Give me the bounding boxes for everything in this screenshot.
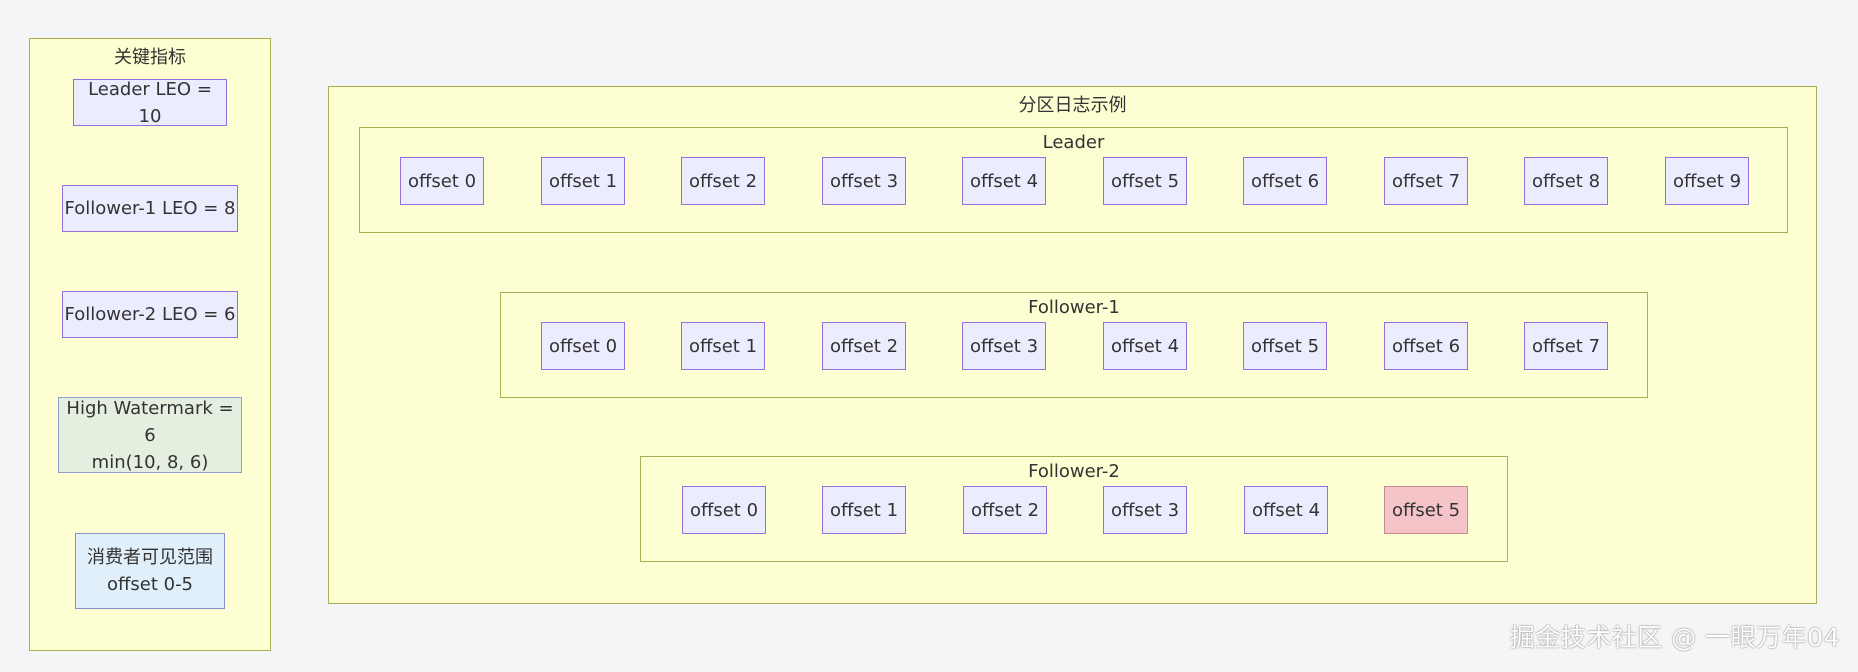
leader-offset-6: offset 6	[1250, 170, 1320, 192]
follower1-offset-node: offset 7	[1524, 322, 1608, 370]
leader-offset-8: offset 8	[1531, 170, 1601, 192]
consumer-range-node: 消费者可见范围 offset 0-5	[75, 533, 225, 609]
follower2-offset-5: offset 5	[1391, 499, 1461, 521]
follower1-offset-2: offset 2	[829, 335, 899, 357]
follower1-title: Follower-1	[1028, 297, 1120, 318]
follower1-offset-node: offset 1	[681, 322, 765, 370]
leader-title: Leader	[1042, 132, 1105, 153]
leader-offset-2: offset 2	[688, 170, 758, 192]
leader-offset-4: offset 4	[969, 170, 1039, 192]
leader-offset-node: offset 7	[1384, 157, 1468, 205]
leader-offset-node: offset 5	[1103, 157, 1187, 205]
leader-offset-node: offset 6	[1243, 157, 1327, 205]
leader-leo-label: Leader LEO = 10	[88, 78, 212, 127]
follower2-offset-1: offset 1	[829, 499, 899, 521]
follower1-offset-7: offset 7	[1531, 335, 1601, 357]
follower2-offset-2: offset 2	[970, 499, 1040, 521]
follower2-offset-node: offset 4	[1244, 486, 1328, 534]
metrics-cluster: 关键指标 Leader LEO = 10 Follower-1 LEO = 8 …	[29, 38, 271, 651]
leader-offset-node: offset 3	[822, 157, 906, 205]
leader-offset-node: offset 0	[400, 157, 484, 205]
leader-offset-node: offset 2	[681, 157, 765, 205]
follower1-offset-node: offset 4	[1103, 322, 1187, 370]
metrics-title: 关键指标	[114, 47, 186, 68]
partition-cluster: 分区日志示例 Leader offset 0 offset 1 offset 2…	[328, 86, 1817, 604]
follower1-offset-1: offset 1	[688, 335, 758, 357]
leader-offset-1: offset 1	[548, 170, 618, 192]
leader-offset-node: offset 8	[1524, 157, 1608, 205]
high-watermark-label: High Watermark = 6	[66, 397, 234, 446]
leader-offset-7: offset 7	[1391, 170, 1461, 192]
leader-offset-0: offset 0	[407, 170, 477, 192]
follower2-offset-node: offset 1	[822, 486, 906, 534]
follower1-offset-node: offset 6	[1384, 322, 1468, 370]
follower2-offset-node: offset 2	[963, 486, 1047, 534]
leader-offset-node: offset 4	[962, 157, 1046, 205]
leader-offset-9: offset 9	[1672, 170, 1742, 192]
follower1-offset-6: offset 6	[1391, 335, 1461, 357]
follower1-offset-node: offset 3	[962, 322, 1046, 370]
follower1-leo-node: Follower-1 LEO = 8	[62, 185, 238, 232]
high-watermark-formula: min(10, 8, 6)	[91, 451, 209, 473]
follower2-leo-label: Follower-2 LEO = 6	[64, 304, 236, 325]
follower2-offset-0: offset 0	[689, 499, 759, 521]
leader-leo-node: Leader LEO = 10	[73, 79, 227, 127]
leader-cluster: Leader offset 0 offset 1 offset 2 offset…	[359, 127, 1788, 233]
follower1-offset-3: offset 3	[969, 335, 1039, 357]
follower2-offset-node: offset 0	[682, 486, 766, 534]
follower1-offset-5: offset 5	[1250, 335, 1320, 357]
follower1-offset-node: offset 2	[822, 322, 906, 370]
follower2-offset-3: offset 3	[1110, 499, 1180, 521]
consumer-range-label: offset 0-5	[106, 574, 194, 595]
follower1-leo-label: Follower-1 LEO = 8	[64, 198, 236, 219]
follower1-offset-node: offset 0	[541, 322, 625, 370]
follower2-offset-node: offset 3	[1103, 486, 1187, 534]
partition-title: 分区日志示例	[1018, 95, 1127, 116]
follower2-highlighted-offset-node: offset 5	[1384, 486, 1468, 534]
leader-offset-3: offset 3	[829, 170, 899, 192]
follower2-leo-node: Follower-2 LEO = 6	[62, 291, 238, 338]
follower2-title: Follower-2	[1028, 461, 1120, 482]
follower2-cluster: Follower-2 offset 0 offset 1 offset 2 of…	[640, 456, 1508, 562]
leader-offset-node: offset 1	[541, 157, 625, 205]
follower1-offset-4: offset 4	[1110, 335, 1180, 357]
consumer-visible-label: 消费者可见范围	[87, 547, 213, 568]
follower1-offset-node: offset 5	[1243, 322, 1327, 370]
follower2-offset-4: offset 4	[1251, 499, 1321, 521]
leader-offset-5: offset 5	[1110, 170, 1180, 192]
follower1-offset-0: offset 0	[548, 335, 618, 357]
leader-offset-node: offset 9	[1665, 157, 1749, 205]
follower1-cluster: Follower-1 offset 0 offset 1 offset 2 of…	[500, 292, 1648, 398]
high-watermark-node: High Watermark = 6 min(10, 8, 6)	[58, 397, 242, 473]
site-watermark: 掘金技术社区 @ 一眼万年04	[1509, 623, 1840, 652]
